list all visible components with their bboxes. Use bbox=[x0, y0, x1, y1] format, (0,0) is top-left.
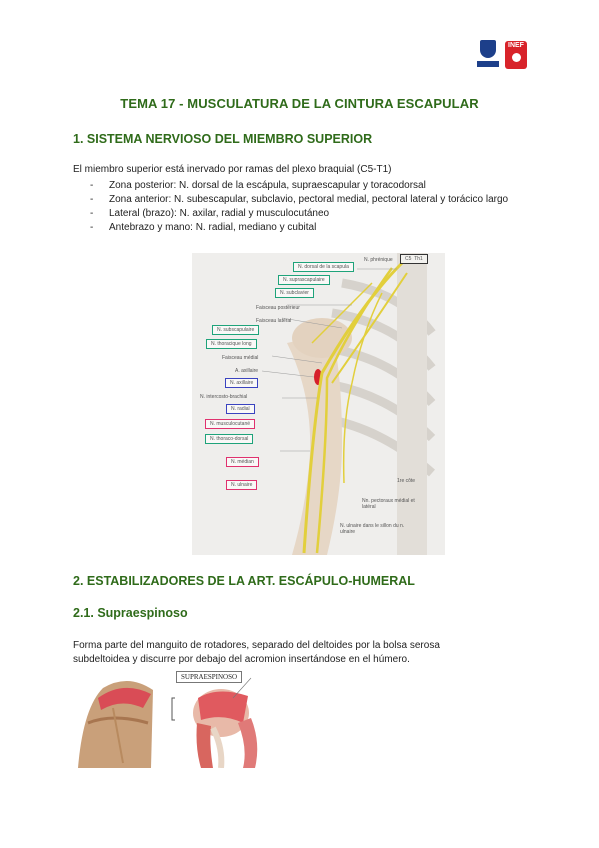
page-title: TEMA 17 - MUSCULATURA DE LA CINTURA ESCA… bbox=[120, 96, 479, 111]
label-faisceau-medial: Faisceau médial bbox=[222, 355, 259, 361]
brachial-plexus-figure: N. phrénique C5 Th1 N. dorsal de la scap… bbox=[192, 253, 445, 555]
list-item: Zona posterior: N. dorsal de la escápula… bbox=[90, 179, 530, 193]
upm-logo-bar bbox=[477, 61, 499, 67]
label-pectoraux: Nn. pectoraux médial et latéral bbox=[362, 498, 415, 510]
section2-heading: 2. ESTABILIZADORES DE LA ART. ESCÁPULO-H… bbox=[73, 574, 415, 588]
label-radial: N. radial bbox=[226, 404, 255, 414]
list-item: Zona anterior: N. subescapular, subclavi… bbox=[90, 193, 530, 207]
nerve-list: Zona posterior: N. dorsal de la escápula… bbox=[90, 179, 530, 235]
inef-logo-dot bbox=[511, 53, 521, 62]
label-thoracique-long: N. thoracique long bbox=[206, 339, 257, 349]
label-thoraco-dorsal: N. thoraco-dorsal bbox=[205, 434, 254, 444]
plexus-illustration bbox=[261, 253, 436, 555]
header-logos: INEF bbox=[477, 40, 527, 70]
list-item: Lateral (brazo): N. axilar, radial y mus… bbox=[90, 207, 530, 221]
label-a-axillaire: A. axillaire bbox=[235, 368, 259, 374]
label-c5: C5 bbox=[405, 256, 412, 262]
supraspinatus-illustration bbox=[78, 677, 258, 769]
upm-crest-icon bbox=[480, 40, 496, 58]
label-c5-th1-box: C5 Th1 bbox=[400, 254, 428, 264]
label-faisceau-lateral: Faisceau latéral bbox=[256, 318, 292, 324]
label-cote: 1re côte bbox=[397, 478, 416, 484]
label-ulnaire-sillon: N. ulnaire dans le sillon du n. ulnaire bbox=[340, 523, 405, 535]
label-axillaire: N. axillaire bbox=[225, 378, 259, 388]
section2-1-paragraph: Forma parte del manguito de rotadores, s… bbox=[73, 640, 440, 665]
label-median: N. médian bbox=[226, 457, 259, 467]
label-dorsal-scapula: N. dorsal de la scapula bbox=[293, 262, 354, 272]
inef-logo: INEF bbox=[505, 41, 527, 69]
label-faisceau-posterieur: Faisceau postérieur bbox=[256, 305, 300, 311]
section1-intro: El miembro superior está inervado por ra… bbox=[73, 164, 392, 175]
inef-logo-text: INEF bbox=[508, 42, 524, 49]
label-ulnaire: N. ulnaire bbox=[226, 480, 258, 490]
upm-logo bbox=[477, 40, 499, 70]
supraespinoso-label: SUPRAESPINOSO bbox=[176, 671, 243, 683]
label-intercosto: N. intercosto-brachial bbox=[200, 394, 248, 400]
label-subscapulaire: N. subscapulaire bbox=[212, 325, 260, 335]
section1-heading: 1. SISTEMA NERVIOSO DEL MIEMBRO SUPERIOR bbox=[73, 132, 373, 146]
supraspinatus-figure bbox=[73, 668, 273, 769]
label-suprascapulaire: N. suprascapulaire bbox=[278, 275, 330, 285]
label-musculocutane: N. musculocutané bbox=[205, 419, 256, 429]
section2-1-heading: 2.1. Supraespinoso bbox=[73, 606, 188, 620]
label-phrenique: N. phrénique bbox=[364, 257, 393, 263]
label-th1: Th1 bbox=[414, 256, 423, 262]
label-subclavier: N. subclavier bbox=[275, 288, 314, 298]
list-item: Antebrazo y mano: N. radial, mediano y c… bbox=[90, 221, 530, 235]
